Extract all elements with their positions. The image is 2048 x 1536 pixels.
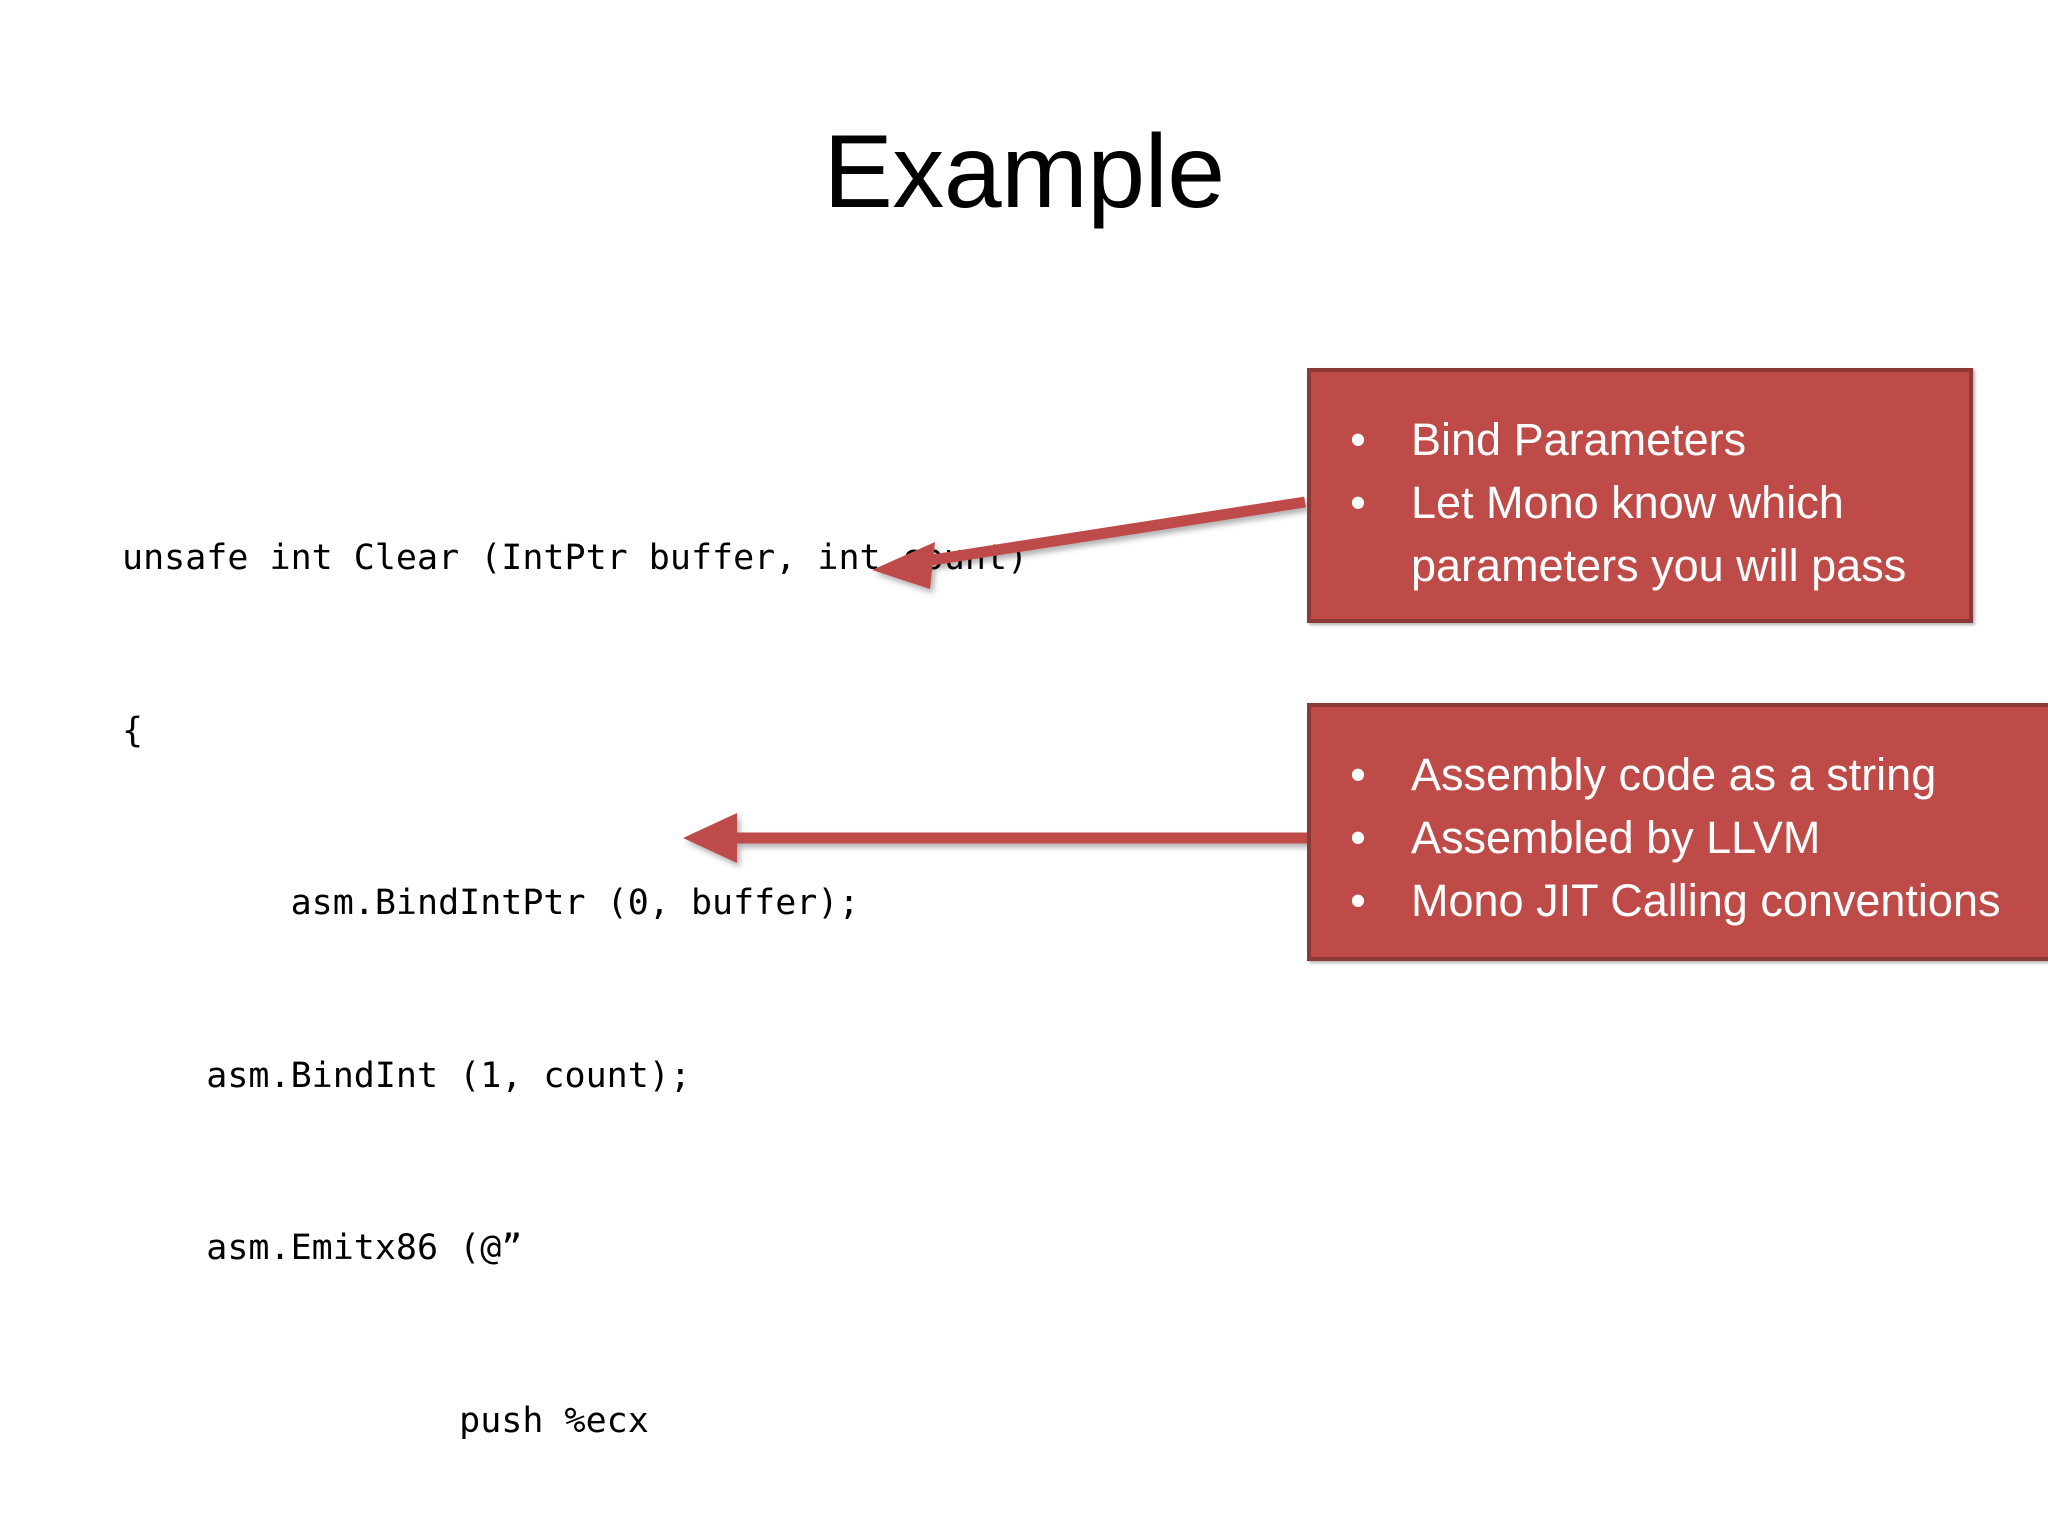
list-item-label: Assembly code as a string (1411, 749, 1937, 800)
list-item-label: Assembled by LLVM (1411, 812, 1821, 863)
list-item-label: Bind Parameters (1411, 414, 1747, 465)
code-line: asm.BindInt (1, count); (122, 1055, 691, 1096)
bullet-icon: • (1350, 749, 1366, 800)
bullet-icon: • (1350, 812, 1366, 863)
code-block: unsafe int Clear (IntPtr buffer, int cou… (122, 415, 1262, 1536)
list-item: • Mono JIT Calling conventions (1325, 869, 2043, 932)
code-line: unsafe int Clear (IntPtr buffer, int cou… (122, 538, 1029, 578)
code-line: { (122, 710, 144, 751)
callout-bind-parameters: • Bind Parameters • Let Mono know which … (1307, 368, 1973, 623)
bullet-icon: • (1350, 875, 1366, 926)
code-line: asm.Emitx86 (@” (122, 1228, 523, 1268)
list-item-label: Let Mono know which parameters you will … (1411, 477, 1907, 591)
list-item: • Assembled by LLVM (1325, 806, 2043, 869)
list-item-label: Mono JIT Calling conventions (1411, 875, 2001, 926)
callout-bullet-list: • Bind Parameters • Let Mono know which … (1325, 408, 1949, 597)
list-item: • Let Mono know which parameters you wil… (1325, 471, 1949, 597)
code-line: push %ecx (122, 1400, 649, 1441)
callout-bullet-list: • Assembly code as a string • Assembled … (1325, 743, 2043, 932)
bullet-icon: • (1350, 414, 1366, 465)
code-line: asm.BindIntPtr (0, buffer); (122, 883, 860, 923)
list-item: • Assembly code as a string (1325, 743, 2043, 806)
page-title: Example (823, 114, 1225, 230)
list-item: • Bind Parameters (1325, 408, 1949, 471)
bullet-icon: • (1350, 477, 1366, 528)
callout-assembly-code: • Assembly code as a string • Assembled … (1307, 703, 2048, 961)
